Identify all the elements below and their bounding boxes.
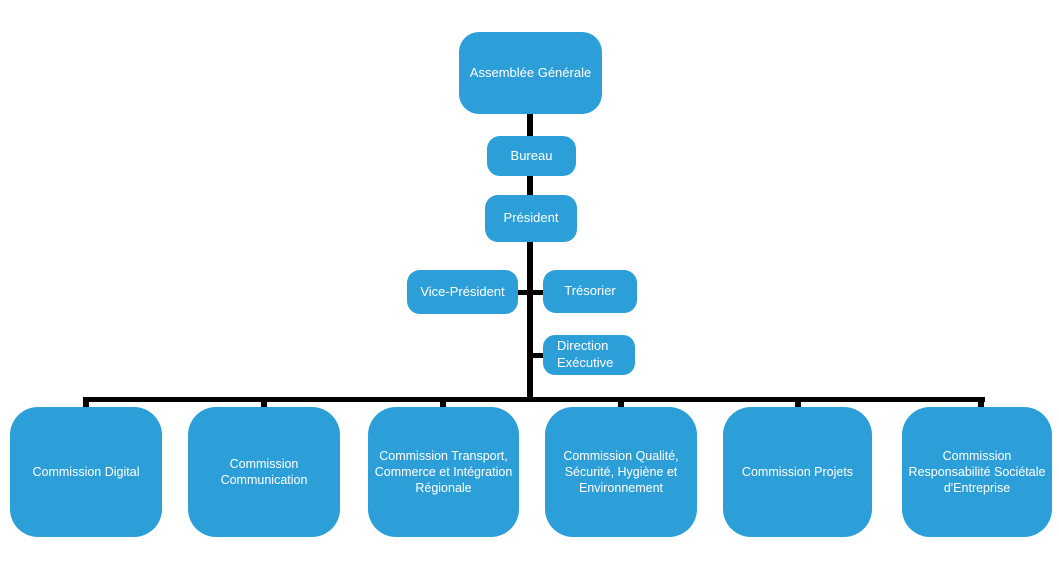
- node-commission-qualite-securite-hygiene-environnement: Commission Qualité, Sécurité, Hygiène et…: [545, 407, 697, 537]
- node-commission-responsabilite-societale-entreprise: Commission Responsabilité Sociétale d'En…: [902, 407, 1052, 537]
- commission-rse-stub-line: [978, 397, 984, 409]
- node-vice-president: Vice-Président: [407, 270, 518, 314]
- direction-executive-connector-line: [530, 353, 545, 358]
- vice-president-connector-line: [515, 290, 530, 295]
- horizontal-connector-line: [84, 397, 985, 402]
- node-commission-digital: Commission Digital: [10, 407, 162, 537]
- node-commission-transport-commerce-integration: Commission Transport, Commerce et Intégr…: [368, 407, 519, 537]
- node-tresorier: Trésorier: [543, 270, 637, 313]
- commission-projets-stub-line: [795, 397, 801, 409]
- node-assemblee-generale: Assemblée Générale: [459, 32, 602, 114]
- node-president: Président: [485, 195, 577, 242]
- node-commission-communication: Commission Communication: [188, 407, 340, 537]
- tresorier-connector-line: [530, 290, 545, 295]
- commission-digital-stub-line: [83, 397, 89, 409]
- commission-transport-stub-line: [440, 397, 446, 409]
- trunk-connector-line: [527, 110, 533, 401]
- node-commission-projets: Commission Projets: [723, 407, 872, 537]
- commission-communication-stub-line: [261, 397, 267, 409]
- node-direction-executive: Direction Exécutive: [543, 335, 635, 375]
- commission-qualite-stub-line: [618, 397, 624, 409]
- node-bureau: Bureau: [487, 136, 576, 176]
